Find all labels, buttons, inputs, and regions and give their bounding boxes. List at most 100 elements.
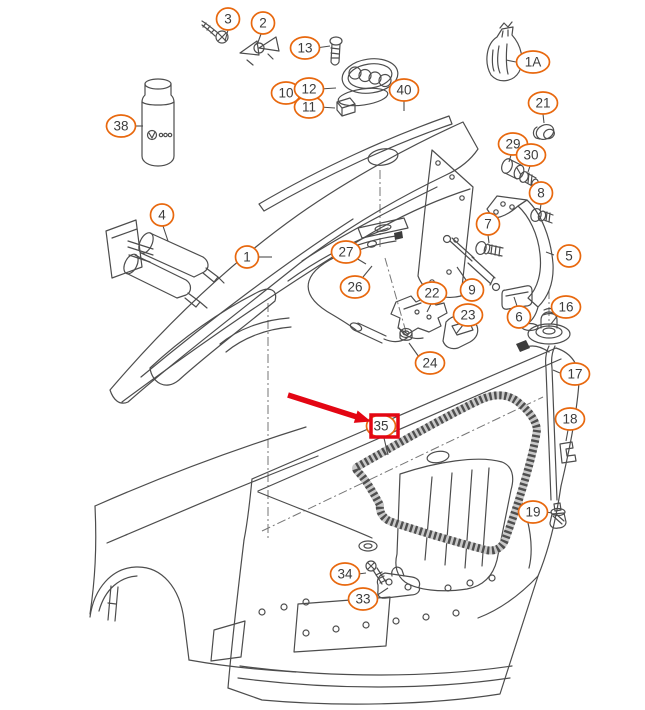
part-buffer-21: [532, 124, 555, 140]
callout-26-ring: [339, 275, 371, 299]
callout-18[interactable]: 18: [554, 407, 586, 442]
callout-40-ring: [388, 78, 420, 102]
callout-38[interactable]: 38: [105, 114, 144, 138]
callout-40[interactable]: 40: [388, 78, 420, 111]
callout-38-ring: [105, 114, 137, 138]
callout-12-ring: [293, 77, 325, 101]
callout-23[interactable]: 23: [452, 303, 484, 335]
callout-4-ring: [149, 203, 175, 227]
callout-22-ring: [416, 281, 448, 305]
callout-2-ring: [250, 11, 276, 35]
callout-13-label: 13: [297, 41, 312, 56]
callout-18-ring: [554, 407, 586, 431]
callout-1A[interactable]: 1A: [505, 50, 551, 74]
callout-7-leader: [487, 234, 490, 244]
callout-34-label: 34: [337, 567, 353, 582]
callout-3-label: 3: [224, 12, 232, 27]
part-screw-34: [365, 560, 387, 585]
callout-4-leader: [162, 225, 169, 242]
callout-23-leader: [455, 324, 464, 335]
callout-16[interactable]: 16: [550, 295, 582, 325]
highlight-arrowhead: [353, 410, 371, 423]
callout-9-ring: [459, 278, 485, 302]
callout-4[interactable]: 4: [149, 203, 175, 242]
callout-17-label: 17: [567, 367, 582, 382]
callout-19-label: 19: [525, 505, 540, 520]
callout-7-label: 7: [484, 217, 492, 232]
part-block-6: [501, 285, 533, 310]
callout-30-leader: [527, 165, 531, 173]
callout-24-leader: [408, 342, 420, 358]
callout-21-ring: [527, 91, 559, 115]
callout-29-leader: [508, 154, 512, 163]
callout-5-ring: [556, 244, 582, 268]
centerlines: [261, 170, 550, 540]
callout-24-ring: [414, 351, 446, 375]
part-screw-7: [475, 240, 504, 257]
callout-18-label: 18: [562, 412, 577, 427]
callout-6-label: 6: [515, 310, 523, 325]
callout-2[interactable]: 2: [250, 11, 276, 46]
callout-19[interactable]: 19: [517, 500, 553, 524]
callout-30[interactable]: 30: [515, 143, 547, 173]
part-applicator-4: [105, 219, 225, 309]
highlight-overlay: [287, 392, 400, 439]
callout-22-leader: [426, 303, 432, 313]
callout-38-label: 38: [113, 119, 128, 134]
callout-21-label: 21: [535, 96, 550, 111]
callout-27[interactable]: 27: [330, 240, 367, 265]
callout-8[interactable]: 8: [528, 181, 554, 212]
part-clip-11: [336, 97, 356, 117]
callout-layer: 11A2345678910111213161718192122232426272…: [105, 7, 591, 611]
callout-33-label: 33: [355, 592, 370, 607]
callout-2-label: 2: [259, 16, 267, 31]
callout-19-ring: [517, 500, 549, 524]
callout-13-ring: [289, 36, 321, 60]
callout-6[interactable]: 6: [506, 296, 532, 329]
callout-12[interactable]: 12: [293, 77, 337, 101]
callout-1A-ring: [515, 50, 551, 74]
callout-30-label: 30: [523, 148, 538, 163]
callout-7[interactable]: 7: [475, 212, 501, 244]
car-body-art: [89, 347, 580, 705]
callout-33-ring: [347, 587, 379, 611]
highlight-arrow: [287, 392, 358, 420]
callout-34[interactable]: 34: [329, 562, 367, 586]
part-grommet-16: [527, 307, 571, 345]
callout-22[interactable]: 22: [416, 281, 448, 313]
callout-6-ring: [506, 305, 532, 329]
callout-5-leader: [545, 251, 555, 256]
callout-11[interactable]: 11: [293, 95, 336, 119]
callout-13[interactable]: 13: [289, 36, 331, 60]
callout-9[interactable]: 9: [456, 266, 485, 302]
callout-21[interactable]: 21: [527, 91, 559, 124]
callout-24[interactable]: 24: [408, 342, 446, 375]
callout-26-leader: [362, 265, 373, 278]
callout-40-label: 40: [396, 83, 411, 98]
callout-1A-leader: [505, 59, 517, 63]
callout-5[interactable]: 5: [545, 244, 582, 268]
part-screw-13: [329, 36, 343, 66]
callout-22-label: 22: [424, 286, 439, 301]
callout-33[interactable]: 33: [347, 587, 389, 611]
callout-17[interactable]: 17: [552, 362, 591, 386]
callout-26[interactable]: 26: [339, 265, 373, 299]
callout-1-ring: [234, 245, 260, 269]
callout-21-leader: [542, 113, 545, 124]
callout-1[interactable]: 1: [234, 245, 273, 269]
part-trunk-seal: [352, 391, 541, 555]
callout-24-label: 24: [422, 356, 438, 371]
callout-17-leader: [552, 369, 561, 374]
callout-11-label: 11: [302, 100, 316, 115]
callout-3[interactable]: 3: [215, 7, 241, 42]
part-bracket-2: [239, 36, 280, 66]
callout-3-ring: [215, 7, 241, 31]
callout-26-label: 26: [347, 280, 362, 295]
callout-33-leader: [375, 587, 389, 597]
callout-35-leader: [383, 437, 389, 456]
callout-4-label: 4: [158, 208, 166, 223]
callout-1A-label: 1A: [525, 55, 542, 70]
callout-3-leader: [224, 29, 229, 42]
part-drain-valve-19: [549, 502, 567, 529]
